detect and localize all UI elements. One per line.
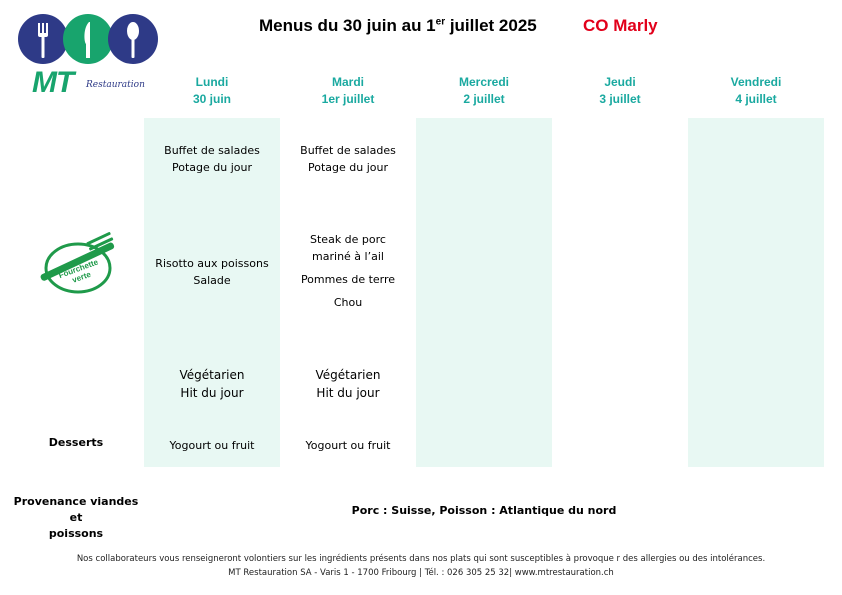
allergy-note: Nos collaborateurs vous renseigneront vo…: [76, 554, 766, 564]
tuesday-main: Steak de porc mariné à l’ail Pommes de t…: [300, 233, 396, 309]
fork-circle-icon: [18, 14, 68, 64]
spoon-circle-icon: [108, 14, 158, 64]
fourchette-verte-badge: Fourchette verte: [34, 228, 122, 298]
provenance-value: Porc : Suisse, Poisson : Atlantique du n…: [351, 504, 617, 517]
fork-icon: [40, 231, 115, 294]
page-title: Menus du 30 juin au 1er juillet 2025: [259, 16, 537, 35]
desserts-label: Desserts: [48, 436, 104, 449]
mt-restauration-logo: MT Restauration: [18, 14, 158, 99]
monday-dessert: Yogourt ou fruit: [169, 439, 255, 452]
site-name: CO Marly: [583, 16, 658, 35]
column-friday: [688, 118, 824, 467]
company-contact: MT Restauration SA - Varis 1 - 1700 Frib…: [228, 568, 614, 578]
column-monday: [144, 118, 280, 467]
column-thursday: [552, 118, 688, 467]
column-wednesday: [416, 118, 552, 467]
logo-restauration-text: Restauration: [86, 80, 145, 90]
tuesday-dessert: Yogourt ou fruit: [305, 439, 391, 452]
knife-circle-icon: [63, 14, 113, 64]
logo-mt-text: MT: [32, 66, 74, 99]
